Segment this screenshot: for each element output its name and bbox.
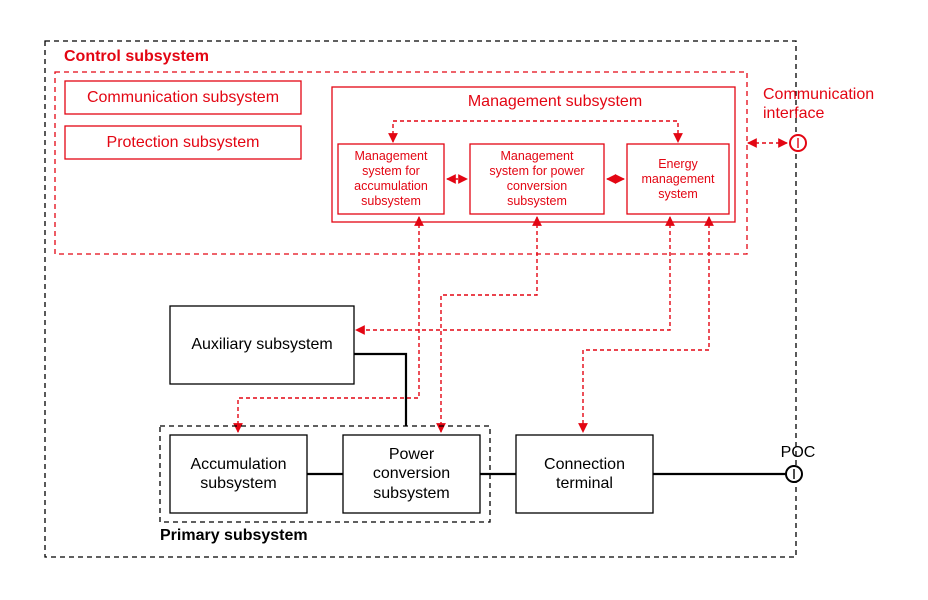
mgmt-power-to-power-conversion-arrow — [436, 216, 542, 433]
mgmt-accumulation-to-accumulation-arrow — [233, 216, 424, 433]
auxiliary-subsystem-box — [169, 305, 355, 385]
connection-terminal-label: Connection terminal — [544, 455, 625, 492]
mgmt-accumulation-label: Management system for accumulation subsy… — [354, 149, 428, 208]
control-subsystem-title: Control subsystem — [64, 48, 209, 66]
energy-management-label: Energy management system — [641, 156, 715, 201]
management-subsystem-label: Management subsystem — [467, 93, 643, 111]
communication-interface-label: Communication interface — [763, 85, 875, 122]
protection-subsystem-label: Protection subsystem — [106, 133, 260, 151]
energy-to-auxiliary-arrow — [355, 216, 675, 335]
protection-subsystem-box — [64, 125, 302, 160]
mgmt-accumulation-box — [337, 143, 445, 215]
communication-subsystem-label: Communication subsystem — [86, 88, 280, 106]
mgmt-power-conversion-box — [469, 143, 605, 215]
auxiliary-subsystem-label: Auxiliary subsystem — [191, 336, 333, 354]
power-conversion-subsystem-label: Power conversion subsystem — [372, 446, 451, 502]
accumulation-subsystem-label: Accumulation subsystem — [190, 455, 287, 492]
mgmt-bus-arrow — [388, 120, 683, 143]
energy-to-connection-terminal-arrow — [578, 216, 714, 433]
outer-boundary — [44, 40, 797, 558]
communication-subsystem-box — [64, 80, 302, 115]
auxiliary-power-line — [354, 352, 408, 426]
energy-management-box — [626, 143, 730, 215]
mgmt-power-conversion-label: Management system for power conversion s… — [489, 149, 585, 208]
poc-label: POC — [780, 444, 816, 462]
primary-subsystem-title: Primary subsystem — [160, 527, 308, 545]
